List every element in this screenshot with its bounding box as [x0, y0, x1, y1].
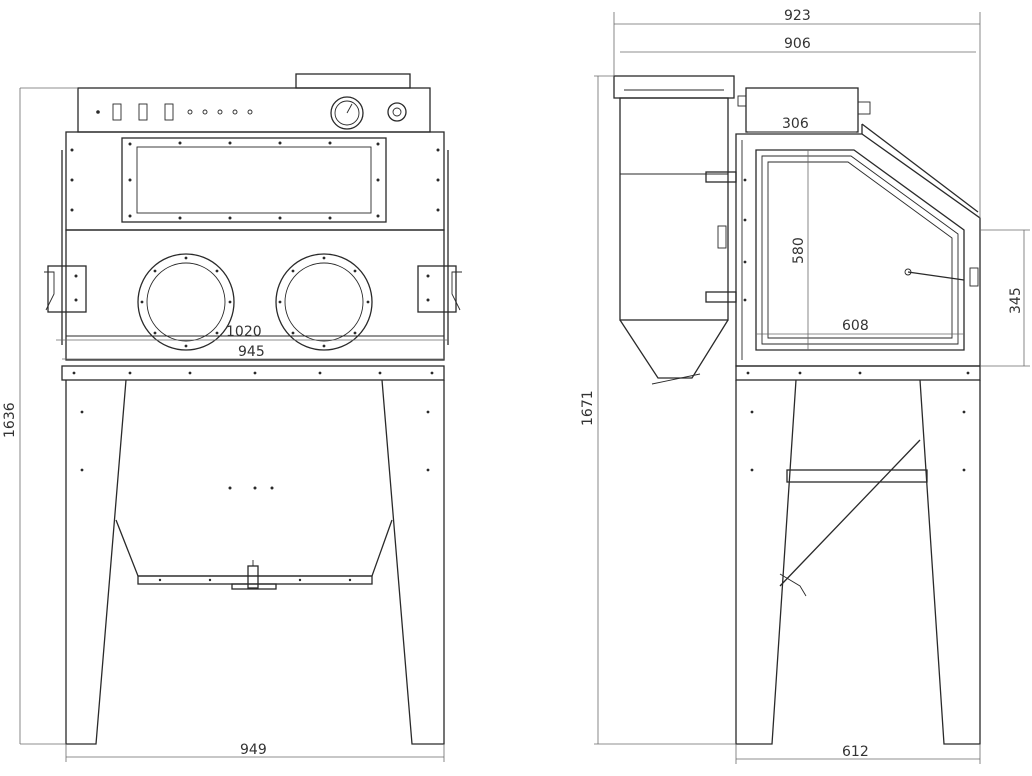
dim-label-1636: 1636: [2, 402, 18, 438]
left-glove-port: [137, 253, 235, 351]
dim-label-612: 612: [842, 744, 869, 760]
dimension-labels: 1020 945 949 1636 923 906 306 580 608 34…: [2, 8, 1024, 760]
front-viewing-window: [121, 137, 387, 223]
front-right-leg: [381, 379, 445, 745]
side-view: [594, 12, 1030, 764]
dim-label-345: 345: [1008, 287, 1024, 314]
glove-port-bolts: [140, 256, 370, 348]
dim-label-608: 608: [842, 318, 869, 334]
switch-icon: [138, 103, 148, 121]
side-cabinet-body: [735, 133, 981, 367]
front-control-panel: [77, 87, 431, 133]
switch-icon: [112, 103, 122, 121]
side-knob-icon: [857, 101, 871, 115]
dim-label-1020: 1020: [226, 324, 262, 340]
front-cabinet-lower: [65, 229, 445, 361]
side-cross-brace: [786, 469, 928, 483]
dim-label-580: 580: [791, 237, 807, 264]
side-cyclone-top: [613, 75, 735, 99]
drain-valve-icon: [247, 565, 259, 589]
side-stand-rail: [735, 365, 981, 381]
dim-label-1671: 1671: [580, 390, 596, 426]
front-hopper: [115, 519, 393, 577]
side-cyclone-cone: [619, 319, 729, 379]
front-stand-rail: [61, 365, 445, 381]
side-front-leg: [735, 379, 797, 745]
side-rear-leg: [919, 379, 981, 745]
right-latch-icon: [417, 265, 457, 313]
dim-label-306: 306: [782, 116, 809, 132]
regulator-knob-icon: [387, 102, 407, 122]
switch-icon: [164, 103, 174, 121]
pressure-gauge-icon: [330, 96, 364, 130]
dim-label-945: 945: [238, 344, 265, 360]
dim-label-906: 906: [784, 36, 811, 52]
front-view: [19, 73, 462, 762]
side-cyclone-body: [619, 97, 729, 321]
side-hopper-edge: [779, 439, 921, 587]
window-bolts: [70, 141, 440, 220]
side-door-window: [755, 149, 965, 351]
front-top-neck: [295, 73, 411, 89]
dim-label-949: 949: [240, 742, 267, 758]
dim-label-923: 923: [784, 8, 811, 24]
right-glove-port: [275, 253, 373, 351]
front-left-leg: [65, 379, 127, 745]
side-door-handle-icon: [907, 271, 965, 281]
left-latch-icon: [47, 265, 87, 313]
